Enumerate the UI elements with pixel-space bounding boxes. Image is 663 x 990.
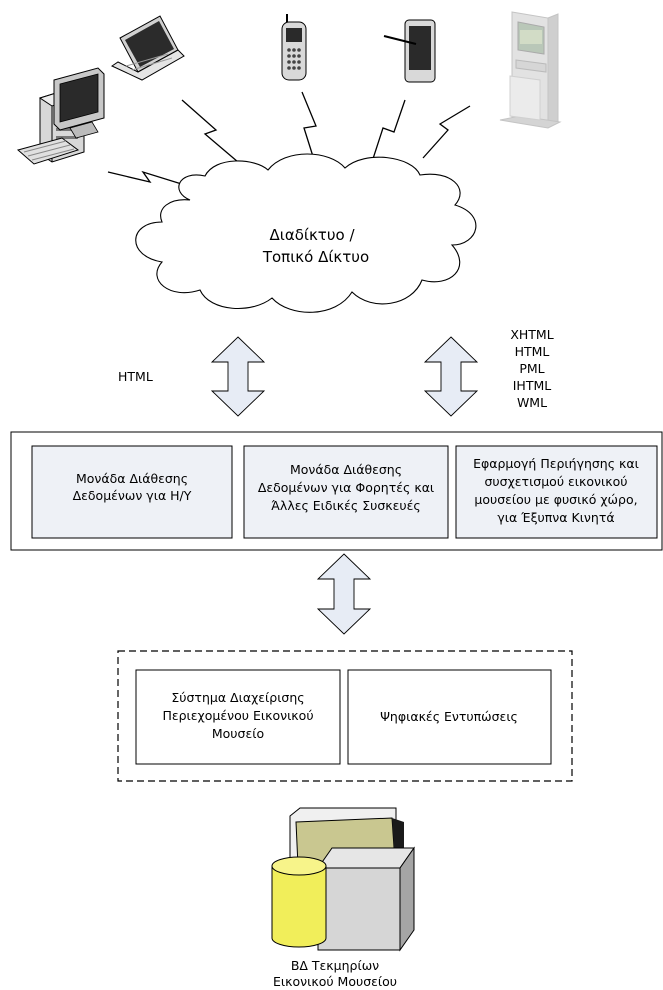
information-kiosk-icon: [499, 11, 562, 129]
cloud-label-line2: Τοπικό Δίκτυο: [262, 248, 369, 266]
protocol-item: HTML: [515, 344, 550, 359]
cloud-label-line1: Διαδίκτυο /: [269, 226, 355, 244]
protocol-left-label: HTML: [118, 369, 153, 384]
protocol-item: WML: [517, 395, 547, 410]
double-arrow-right: [423, 336, 479, 417]
svg-text:Ψηφιακές Εντυπώσεις: Ψηφιακές Εντυπώσεις: [380, 709, 518, 724]
pda-icon: [383, 19, 436, 83]
smartphone-app-unit: [455, 445, 658, 539]
protocol-item: XHTML: [510, 327, 553, 342]
laptop-icon: [110, 15, 185, 81]
pc-delivery-unit: [31, 445, 233, 539]
wireless-link-2: [181, 99, 239, 163]
svg-text:Δεδομένων για Η/Υ: Δεδομένων για Η/Υ: [73, 488, 192, 503]
svg-text:Μονάδα Διάθεσης: Μονάδα Διάθεσης: [76, 471, 188, 486]
svg-text:Μονάδα Διάθεσης: Μονάδα Διάθεσης: [290, 462, 402, 477]
wireless-link-3: [301, 91, 317, 167]
database-label-line2: Εικονικού Μουσείου: [273, 974, 397, 989]
svg-text:Δεδομένων για Φορητές και: Δεδομένων για Φορητές και: [258, 480, 434, 495]
svg-text:Σύστημα Διαχείρισης: Σύστημα Διαχείρισης: [171, 690, 304, 705]
protocol-item: PML: [519, 361, 544, 376]
svg-text:Άλλες Ειδικές Συσκευές: Άλλες Ειδικές Συσκευές: [271, 498, 420, 513]
database-icon: [271, 807, 415, 952]
wireless-link-1: [107, 170, 189, 187]
protocol-right-list: XHTML HTML PML IHTML WML: [510, 327, 553, 410]
wireless-link-4: [369, 99, 406, 169]
wireless-link-5: [422, 105, 471, 159]
double-arrow-center: [316, 553, 372, 635]
desktop-computer-icon: [16, 67, 105, 165]
mobile-phone-icon: [281, 14, 307, 81]
digital-impressions-unit: [347, 669, 552, 765]
network-cloud: [135, 153, 477, 313]
svg-text:Μουσείο: Μουσείο: [212, 726, 264, 741]
mobile-delivery-unit: [243, 445, 449, 539]
database-label-line1: ΒΔ Τεκμηρίων: [291, 958, 379, 973]
svg-text:μουσείου με φυσικό χώρο,: μουσείου με φυσικό χώρο,: [474, 492, 637, 507]
svg-text:για Έξυπνα Κινητά: για Έξυπνα Κινητά: [497, 510, 614, 525]
backend-group: [117, 650, 573, 782]
svg-text:Εφαρμογή Περιήγησης και: Εφαρμογή Περιήγησης και: [473, 456, 639, 471]
double-arrow-left: [210, 336, 266, 417]
svg-text:συσχετισμού εικονικού: συσχετισμού εικονικού: [485, 474, 628, 489]
cms-unit: [135, 669, 341, 765]
protocol-item: IHTML: [513, 378, 552, 393]
svg-text:Περιεχομένου Εικονικού: Περιεχομένου Εικονικού: [162, 708, 313, 723]
